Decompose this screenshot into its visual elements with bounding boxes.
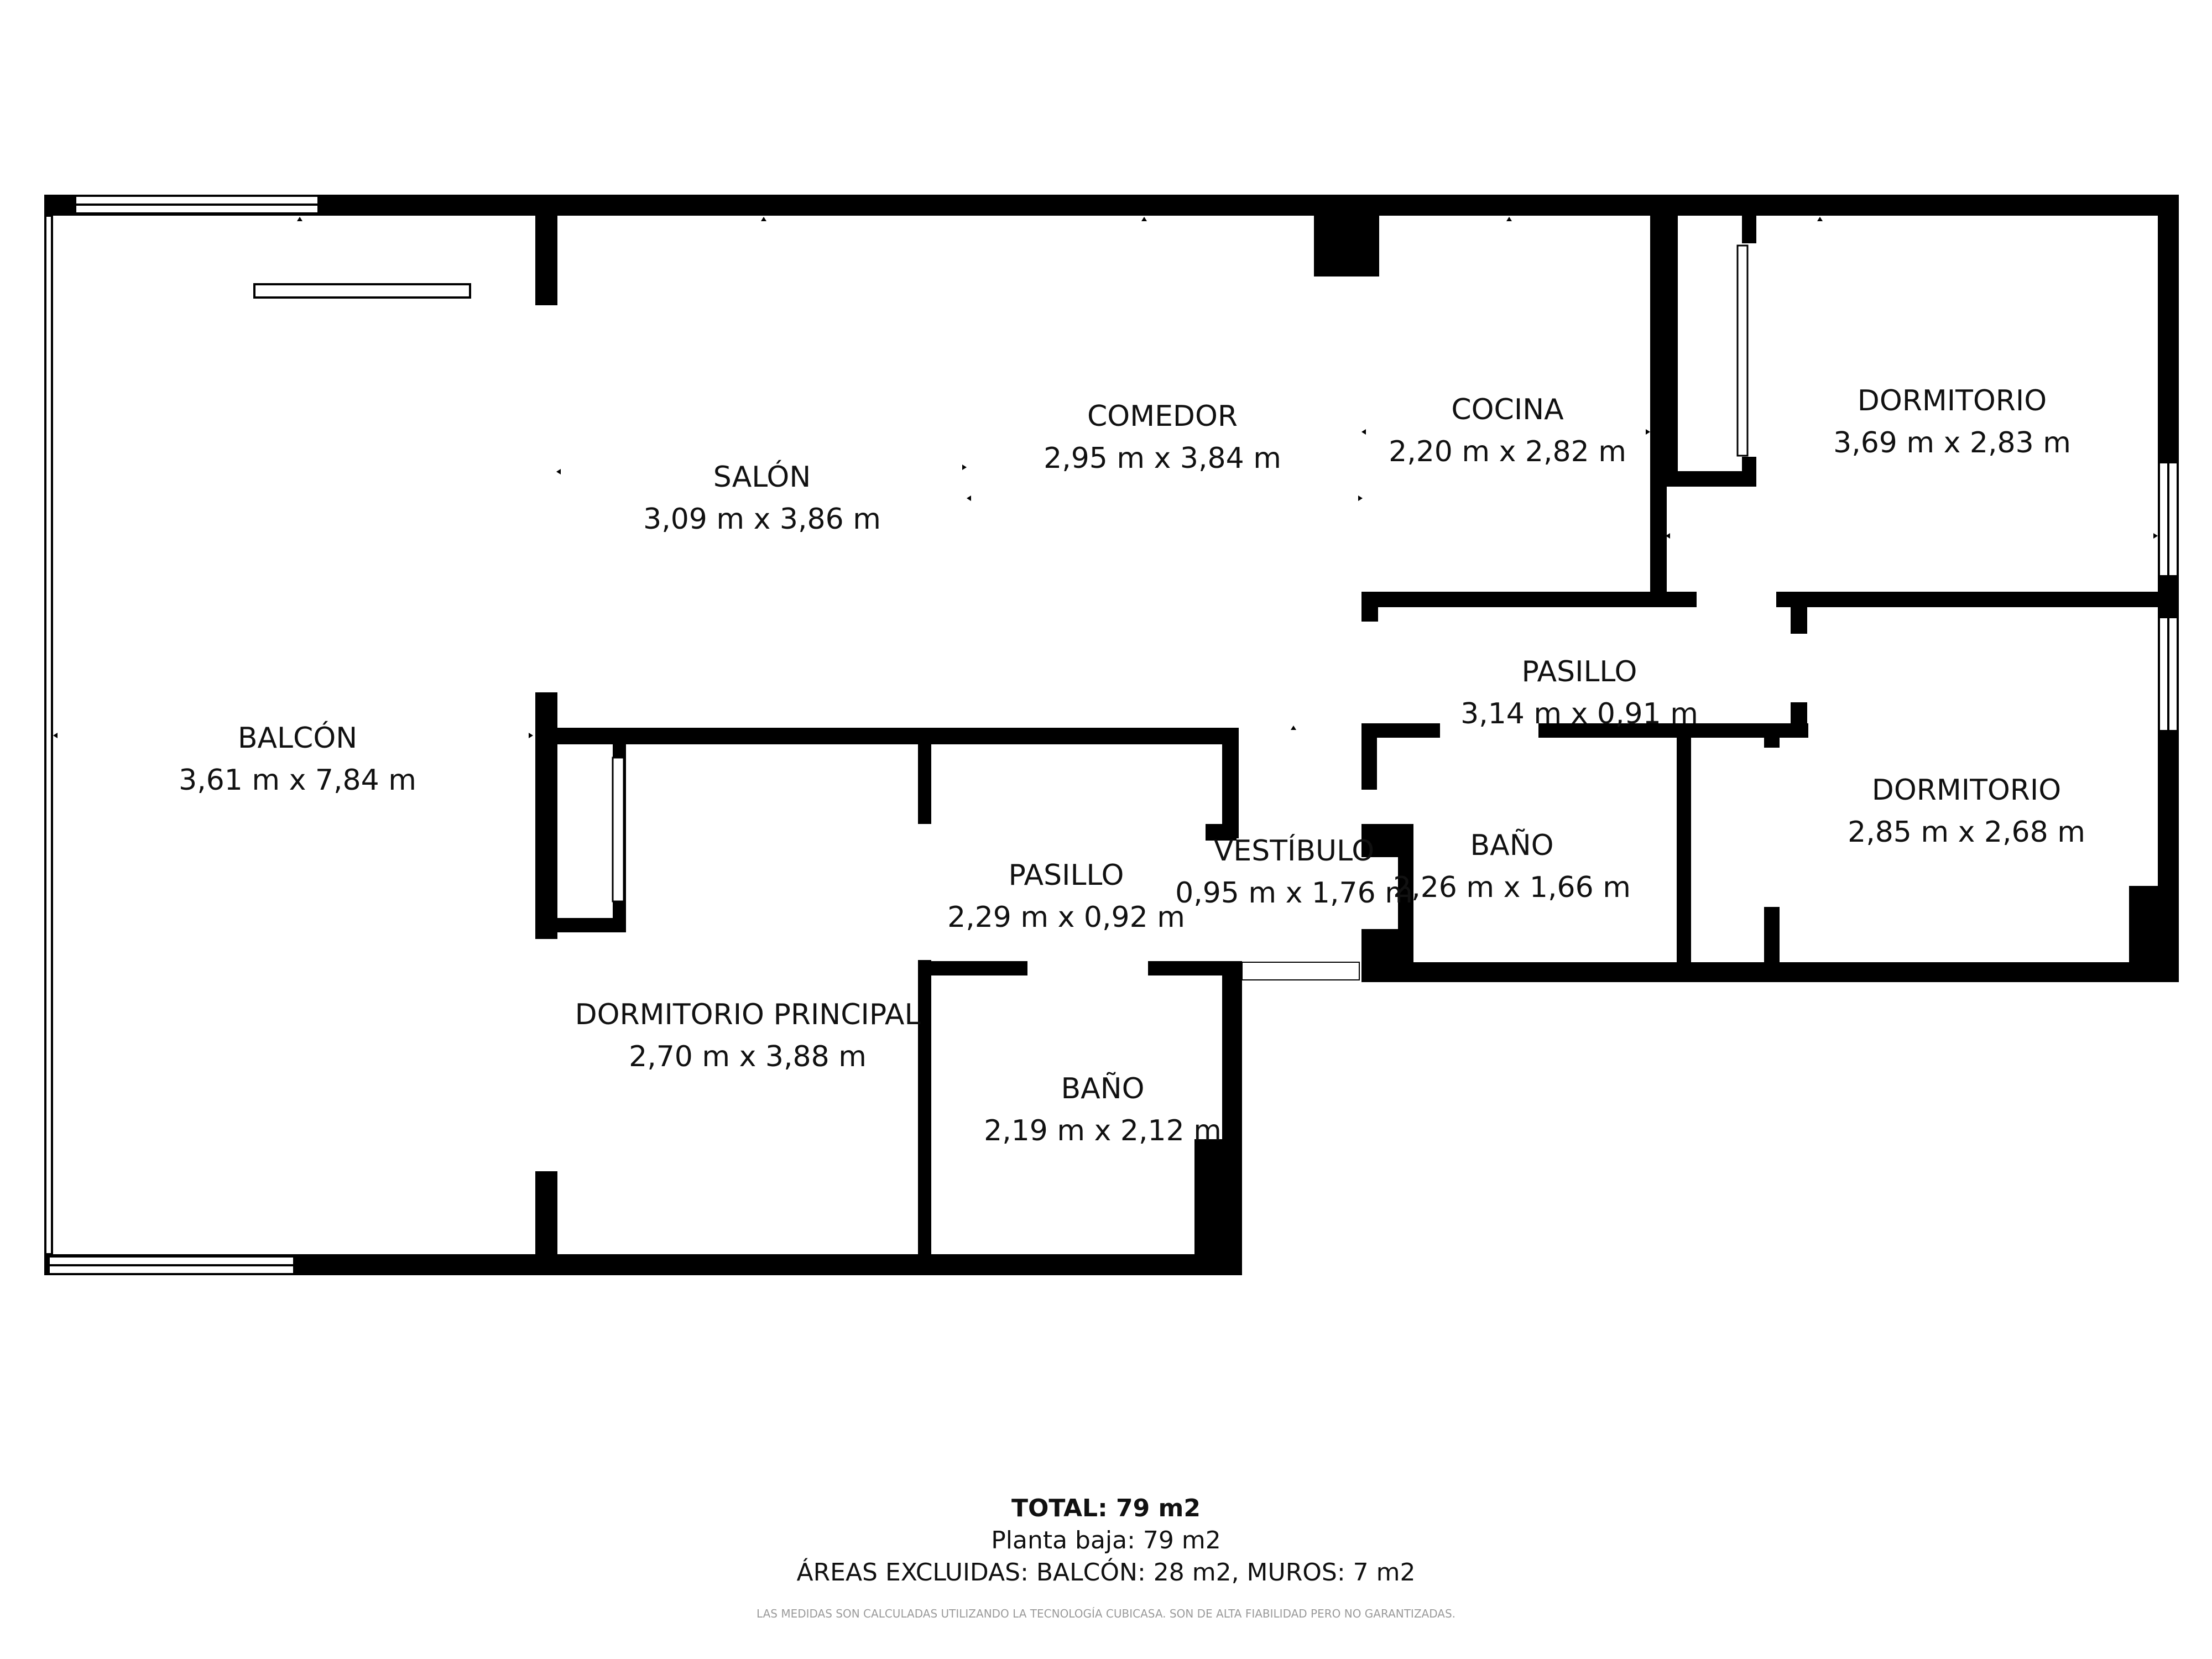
wall-bano1-right [1677,738,1691,982]
dimension-markers [53,217,2158,738]
summary-total: TOTAL: 79 m2 [1011,1494,1201,1522]
marker [1817,217,1823,221]
window-balcony-left [44,215,53,1255]
room-size-dormitorio-principal: 2,70 m x 3,88 m [629,1040,867,1073]
marker [2153,533,2158,539]
marker [1141,217,1147,221]
wall-closet-bottom [557,918,626,932]
summary-excluded: ÁREAS EXCLUIDAS: BALCÓN: 28 m2, MUROS: 7… [796,1558,1416,1587]
room-size-pasillo-1: 3,14 m x 0,91 m [1460,697,1698,731]
wall-balcony-inner-2 [535,692,557,939]
room-name-dormitorio-principal: DORMITORIO PRINCIPAL [575,998,921,1031]
wall-closet2-bottom [1665,471,1756,487]
marker [529,733,533,738]
summary-floor: Planta baja: 79 m2 [991,1526,1221,1554]
wall-pasillo1-right [1791,592,1807,634]
wall-vestibulo-right-1 [1361,723,1377,790]
walls [44,195,2179,1275]
wall-pasillo2-corner [1206,824,1237,841]
wall-dorm2-left-1 [1764,738,1780,748]
room-name-comedor: COMEDOR [1087,400,1238,433]
wall-right-bottom [1361,962,2179,982]
wall-balcony-inner-3 [535,1171,557,1275]
marker [556,469,561,474]
room-labels: BALCÓN 3,61 m x 7,84 m SALÓN 3,09 m x 3,… [179,384,2085,1147]
room-size-balcon: 3,61 m x 7,84 m [179,764,416,797]
wall-pasillo1-bottom-2 [1538,723,1808,738]
wall-pasillo1-top-2 [1776,592,2179,607]
marker [1358,495,1363,501]
balcony-bench [253,283,471,299]
room-size-dormitorio-2: 2,85 m x 2,68 m [1848,816,2085,849]
room-size-comedor: 2,95 m x 3,84 m [1044,442,1281,475]
room-name-pasillo-2: PASILLO [1009,859,1124,892]
wall-closet2-right-bot [1742,457,1756,487]
room-name-vestibulo: VESTÍBULO [1214,834,1374,868]
wall-dorm2-block [2129,886,2162,982]
wall-top [44,195,2179,216]
wall-closet2-left [1665,210,1678,487]
room-name-balcon: BALCÓN [238,721,357,755]
room-size-vestibulo: 0,95 m x 1,76 m [1175,877,1413,910]
room-name-bano-1: BAÑO [1470,828,1553,862]
door-entrance [1241,962,1360,980]
room-size-salon: 3,09 m x 3,86 m [643,503,881,536]
wall-salon-bottom [557,728,1239,744]
wall-cocina-east [1650,195,1667,604]
room-size-bano-1: 2,26 m x 1,66 m [1393,871,1631,904]
wall-vestibulo-right-4 [1398,824,1413,982]
room-name-bano-2: BAÑO [1061,1072,1144,1105]
room-size-pasillo-2: 2,29 m x 0,92 m [947,901,1185,934]
wall-pasillo1-left [1361,592,1378,622]
marker [1666,533,1670,539]
marker [297,217,302,221]
room-name-pasillo-1: PASILLO [1522,655,1637,688]
wall-master-east [918,735,931,824]
room-name-dormitorio-1: DORMITORIO [1858,384,2047,418]
room-name-cocina: COCINA [1451,393,1564,426]
room-size-dormitorio-1: 3,69 m x 2,83 m [1833,426,2071,460]
marker [761,217,766,221]
windows [44,195,2179,1275]
wall-balcony-inner-1 [535,195,557,305]
wall-vestibulo-left [1222,728,1239,838]
marker [1646,429,1650,435]
marker [967,495,971,501]
marker [1506,217,1512,221]
marker [1361,429,1366,435]
room-name-salon: SALÓN [713,460,811,494]
wall-bano2-top-1 [918,961,1027,975]
wall-right [2158,195,2179,982]
room-size-bano-2: 2,19 m x 2,12 m [984,1114,1222,1147]
wall-bano2-block [1194,1139,1228,1275]
room-size-cocina: 2,20 m x 2,82 m [1389,435,1626,468]
marker [53,733,58,738]
room-name-dormitorio-2: DORMITORIO [1872,774,2061,807]
wall-master-east-2 [918,960,931,1254]
wall-chimney [1314,210,1379,276]
summary-disclaimer: LAS MEDIDAS SON CALCULADAS UTILIZANDO LA… [756,1607,1455,1620]
wall-pasillo1-top-1 [1361,592,1697,607]
wall-closet2-right-top [1742,210,1756,243]
wall-pasillo1-right-low [1791,702,1807,738]
marker [1291,726,1296,730]
marker [962,465,967,470]
closet-door-master [612,757,625,902]
closet-door-dorm1 [1736,244,1749,457]
